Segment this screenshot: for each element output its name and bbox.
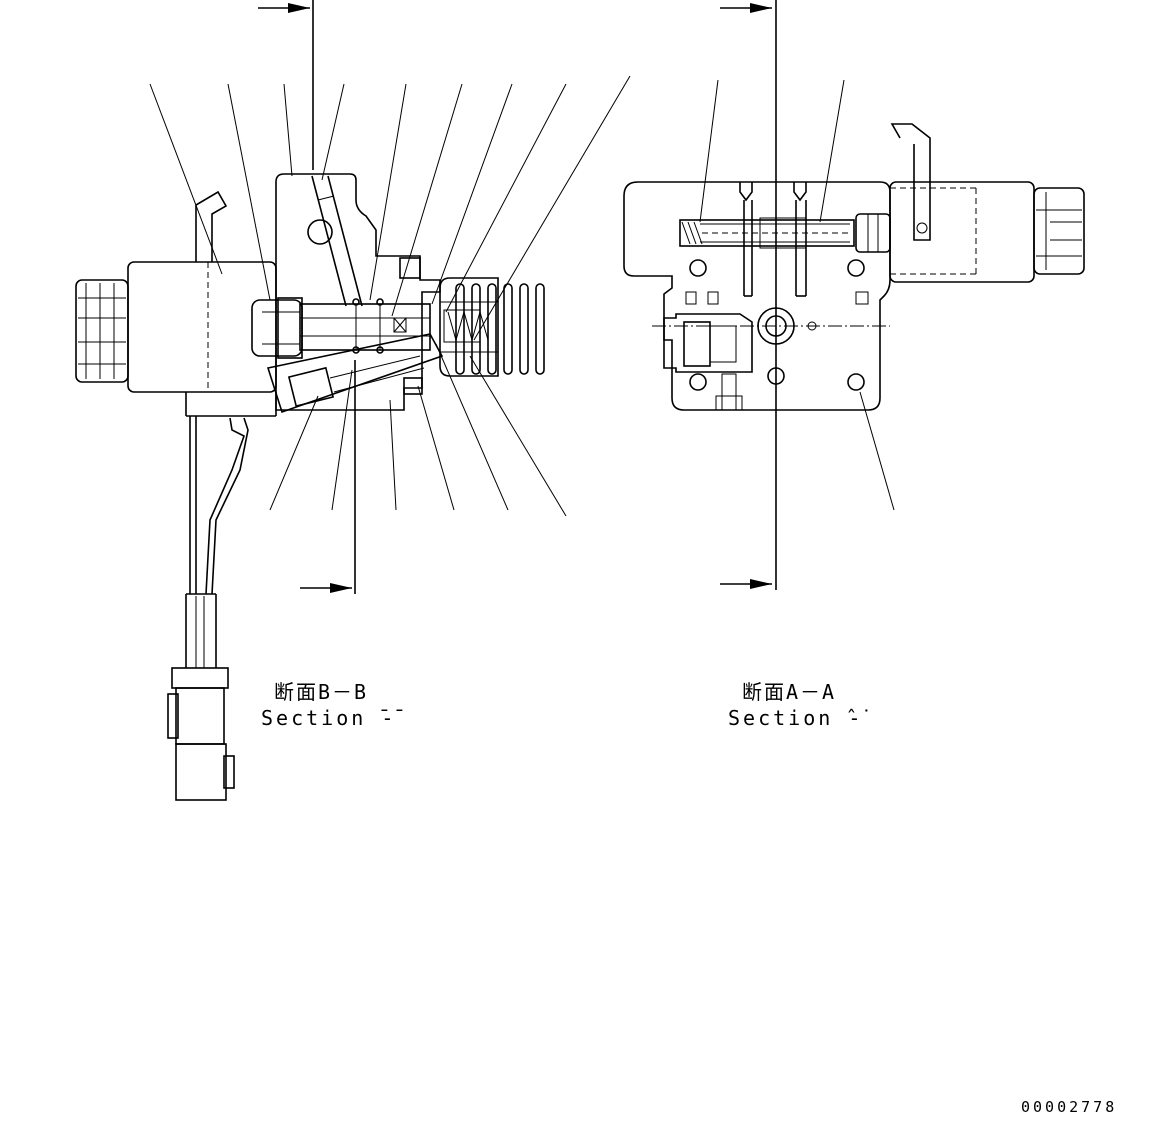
leader-lines-b-top [149,75,631,341]
top-ports-a [739,182,807,297]
outer-spring [455,283,545,375]
mounting-holes-a [685,259,869,411]
cut-line-b [258,0,356,594]
valve-body-b [251,173,444,414]
cut-line-a [720,0,777,590]
spring-housing-b [439,277,545,377]
solenoid-knob [75,279,129,383]
document-number: 00002778 [1021,1098,1118,1116]
valve-body-a [623,181,891,411]
leader-lines-b-bottom [269,343,567,517]
side-plug-a [663,313,753,373]
section-b-title-jp: 断面B－B [274,680,369,704]
connector [167,667,235,801]
section-a-title-jp: 断面A－A [742,680,837,704]
section-a-title-en: Section ̂-̇ [728,706,864,730]
spool-a [679,217,855,249]
section-a-view [623,0,1085,590]
solenoid-a [855,123,1085,283]
section-b-view [75,0,631,801]
section-b-title-en: Section ̄-̄ [261,706,397,730]
leader-lines-a [699,79,895,511]
wire-harness [185,416,249,668]
